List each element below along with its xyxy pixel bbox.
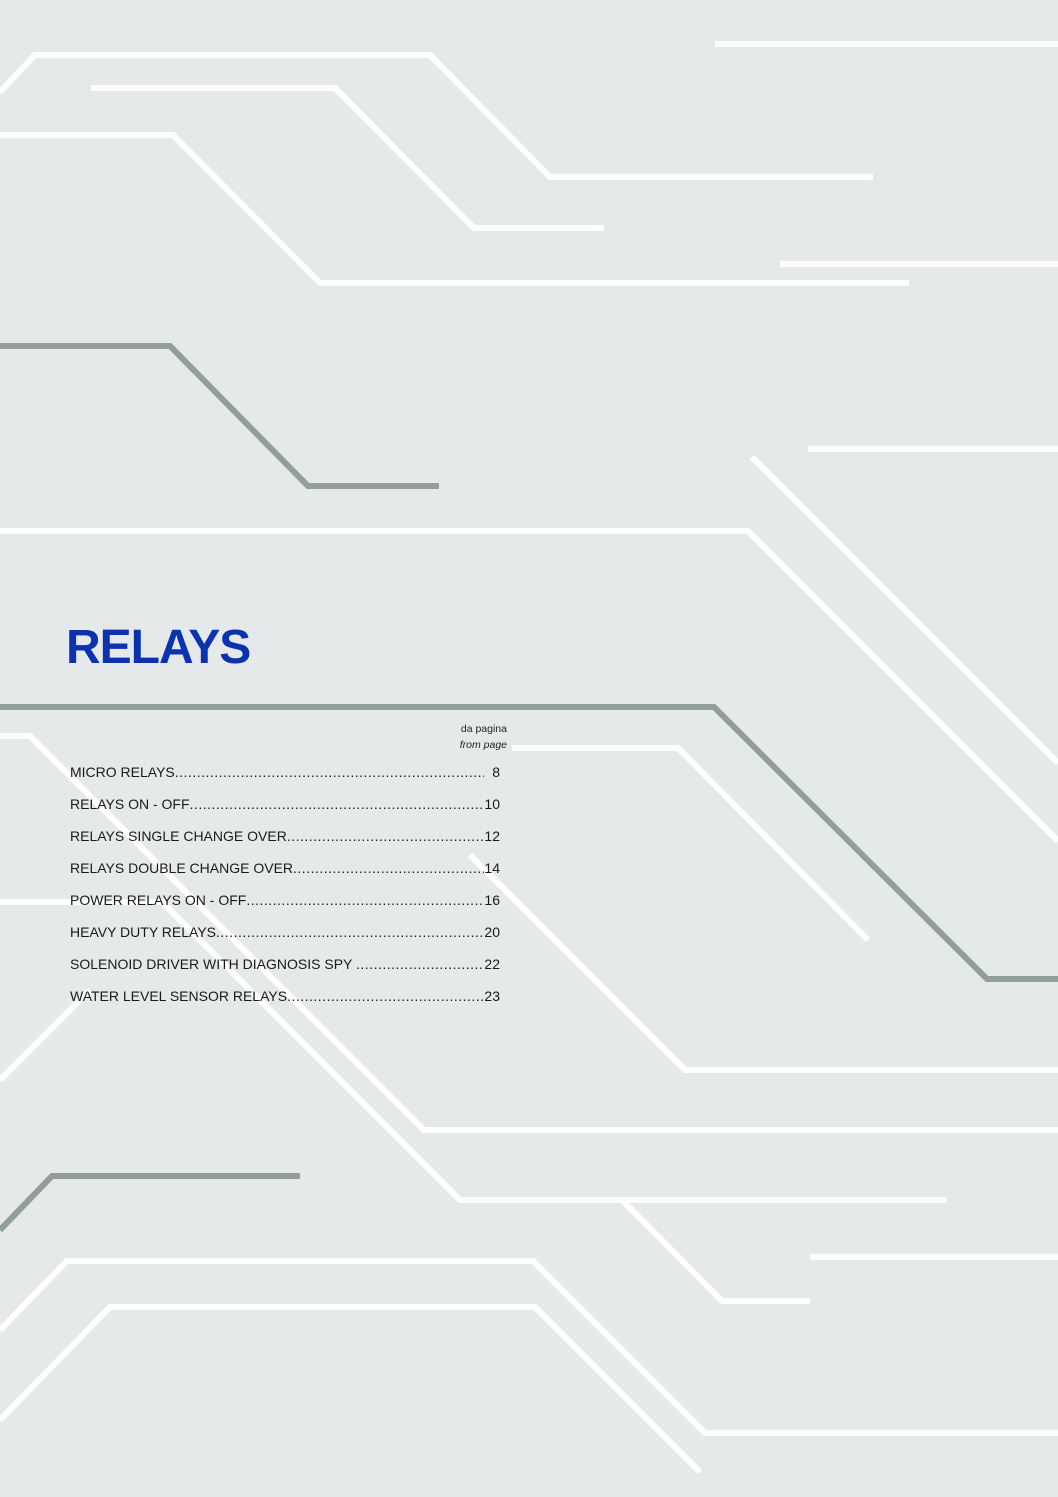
column-header-italian: da pagina: [460, 723, 507, 735]
toc-entry[interactable]: SOLENOID DRIVER WITH DIAGNOSIS SPY 22: [70, 956, 500, 988]
toc-entry[interactable]: POWER RELAYS ON - OFF16: [70, 892, 500, 924]
toc-entry[interactable]: RELAYS ON - OFF10: [70, 796, 500, 828]
toc-entry[interactable]: RELAYS DOUBLE CHANGE OVER14: [70, 860, 500, 892]
toc-entry[interactable]: RELAYS SINGLE CHANGE OVER12: [70, 828, 500, 860]
toc-entry[interactable]: HEAVY DUTY RELAYS20: [70, 924, 500, 956]
toc-entry[interactable]: MICRO RELAYS8: [70, 764, 500, 796]
section-title: RELAYS: [66, 621, 251, 674]
column-header-english: from page: [459, 739, 507, 751]
toc-entry[interactable]: WATER LEVEL SENSOR RELAYS23: [70, 988, 500, 1020]
table-of-contents: MICRO RELAYS8 RELAYS ON - OFF10 RELAYS S…: [70, 764, 500, 1020]
